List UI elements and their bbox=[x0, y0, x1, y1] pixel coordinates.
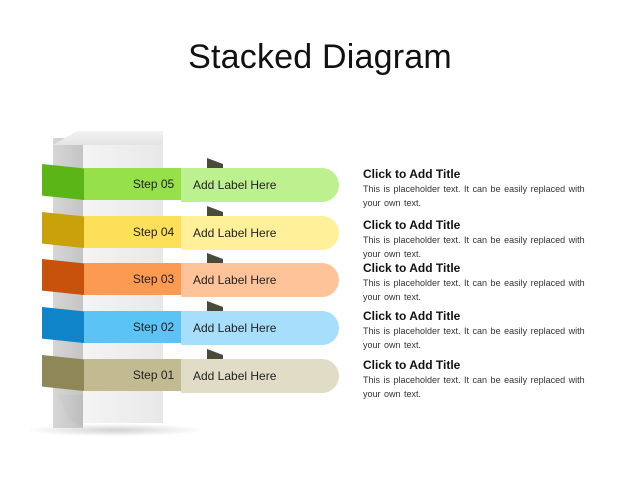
description-01[interactable]: Click to Add Title This is placeholder t… bbox=[363, 358, 603, 401]
band-fold bbox=[207, 206, 223, 216]
description-text: This is placeholder text. It can be easi… bbox=[363, 235, 585, 259]
slide-title[interactable]: Stacked Diagram bbox=[188, 38, 452, 76]
step-label: Step 04 bbox=[132, 225, 175, 239]
step-band-01[interactable]: Step 01 bbox=[42, 349, 223, 391]
description-title: Click to Add Title bbox=[363, 167, 461, 181]
step-label: Step 03 bbox=[132, 272, 175, 286]
pill-label: Add Label Here bbox=[193, 369, 277, 383]
band-fold bbox=[207, 253, 223, 263]
description-03[interactable]: Click to Add Title This is placeholder t… bbox=[363, 261, 603, 304]
description-title: Click to Add Title bbox=[363, 309, 461, 323]
description-text: This is placeholder text. It can be easi… bbox=[363, 375, 585, 399]
step-band-05[interactable]: Step 05 bbox=[42, 158, 223, 200]
label-pill-03[interactable]: Add Label Here bbox=[181, 263, 339, 297]
pill-label: Add Label Here bbox=[193, 226, 277, 240]
band-flap bbox=[42, 355, 84, 391]
description-title: Click to Add Title bbox=[363, 358, 461, 372]
pill-label: Add Label Here bbox=[193, 273, 277, 287]
description-05[interactable]: Click to Add Title This is placeholder t… bbox=[363, 167, 603, 210]
description-text: This is placeholder text. It can be easi… bbox=[363, 278, 585, 302]
band-flap bbox=[42, 164, 84, 200]
description-title: Click to Add Title bbox=[363, 218, 461, 232]
band-fold bbox=[207, 301, 223, 311]
pill-label: Add Label Here bbox=[193, 178, 277, 192]
step-band-02[interactable]: Step 02 bbox=[42, 301, 223, 343]
step-label: Step 01 bbox=[132, 368, 175, 382]
label-pill-01[interactable]: Add Label Here bbox=[181, 359, 339, 393]
step-label: Step 02 bbox=[132, 320, 175, 334]
step-band-03[interactable]: Step 03 bbox=[42, 253, 223, 295]
step-label: Step 05 bbox=[132, 177, 175, 191]
description-text: This is placeholder text. It can be easi… bbox=[363, 326, 585, 350]
description-04[interactable]: Click to Add Title This is placeholder t… bbox=[363, 218, 603, 261]
label-pill-02[interactable]: Add Label Here bbox=[181, 311, 339, 345]
band-fold bbox=[207, 349, 223, 359]
band-flap bbox=[42, 307, 84, 343]
description-02[interactable]: Click to Add Title This is placeholder t… bbox=[363, 309, 603, 352]
band-flap bbox=[42, 259, 84, 295]
description-text: This is placeholder text. It can be easi… bbox=[363, 184, 585, 208]
band-fold bbox=[207, 158, 223, 168]
label-pill-04[interactable]: Add Label Here bbox=[181, 216, 339, 250]
pill-label: Add Label Here bbox=[193, 321, 277, 335]
column-top bbox=[53, 131, 163, 145]
band-flap bbox=[42, 212, 84, 248]
label-pill-05[interactable]: Add Label Here bbox=[181, 168, 339, 202]
description-title: Click to Add Title bbox=[363, 261, 461, 275]
step-band-04[interactable]: Step 04 bbox=[42, 206, 223, 248]
